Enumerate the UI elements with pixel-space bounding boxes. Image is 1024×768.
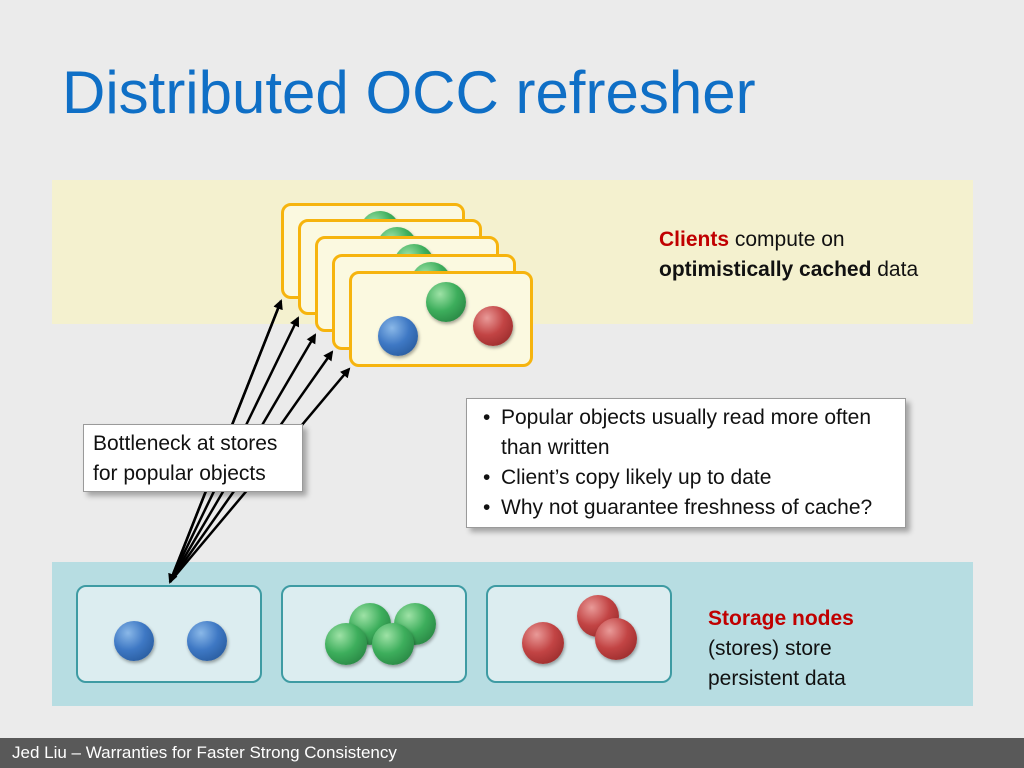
bullet-callout: Popular objects usually read more often …	[466, 398, 906, 528]
green-object-ball	[325, 623, 367, 665]
bottleneck-callout: Bottleneck at stores for popular objects	[83, 424, 303, 492]
clients-note-text: compute on	[729, 228, 845, 251]
blue-object-ball	[378, 316, 418, 356]
bullet-item: Popular objects usually read more often …	[477, 403, 897, 463]
storage-node-card	[281, 585, 467, 683]
footer-text: Jed Liu – Warranties for Faster Strong C…	[12, 743, 397, 762]
clients-note-bold: optimistically cached	[659, 258, 872, 281]
blue-object-ball	[114, 621, 154, 661]
green-object-ball	[426, 282, 466, 322]
red-object-ball	[473, 306, 513, 346]
storage-note: Storage nodes (stores) store persistent …	[708, 604, 908, 694]
storage-nodes-label: Storage nodes	[708, 607, 854, 630]
client-cache-card	[349, 271, 533, 367]
bullet-item: Why not guarantee freshness of cache?	[477, 493, 897, 523]
storage-node-card	[76, 585, 262, 683]
red-object-ball	[522, 622, 564, 664]
slide-title: Distributed OCC refresher	[62, 59, 756, 126]
clients-note: Clients compute on optimistically cached…	[659, 225, 959, 285]
blue-object-ball	[187, 621, 227, 661]
clients-label: Clients	[659, 228, 730, 251]
red-object-ball	[595, 618, 637, 660]
clients-note-text-end: data	[871, 258, 919, 281]
bullet-item: Client’s copy likely up to date	[477, 463, 897, 493]
bottleneck-text: Bottleneck at stores for popular objects	[93, 432, 278, 485]
bullet-list: Popular objects usually read more often …	[477, 403, 897, 523]
storage-note-text: (stores) store persistent data	[708, 637, 846, 690]
storage-node-card	[486, 585, 672, 683]
footer-bar: Jed Liu – Warranties for Faster Strong C…	[0, 738, 1024, 768]
green-object-ball	[372, 623, 414, 665]
